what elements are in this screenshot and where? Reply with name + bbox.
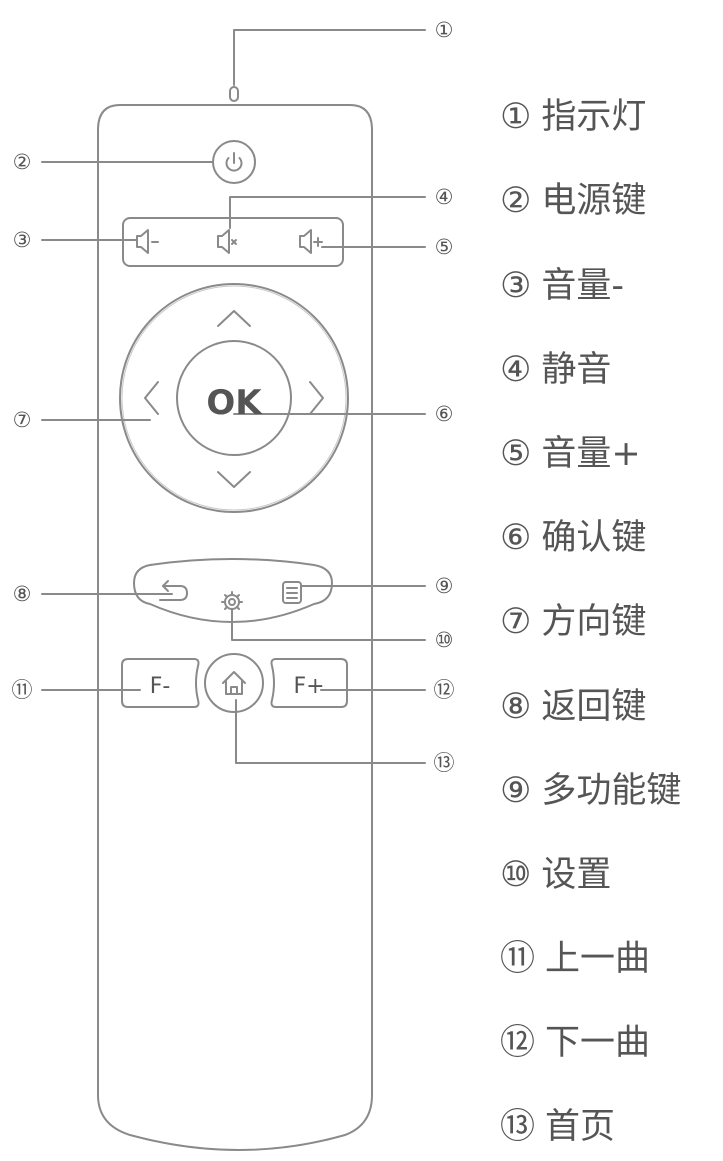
legend-number: ④ [500, 350, 532, 390]
ok-button[interactable] [176, 340, 292, 456]
chevron-up-icon[interactable] [217, 310, 251, 327]
legend-label: 返回键 [541, 687, 647, 727]
legend-label: 设置 [541, 855, 612, 895]
callout-11: ⑪ [12, 678, 33, 702]
legend-number: ⑧ [500, 687, 532, 727]
menu-icon [282, 581, 302, 604]
direction-pad[interactable] [119, 283, 349, 513]
callout-4: ④ [435, 185, 454, 209]
callout-5: ⑤ [435, 235, 454, 259]
leader-lines [41, 29, 426, 764]
callout-8: ⑧ [13, 582, 32, 606]
legend-label: 指示灯 [541, 97, 647, 137]
legend-label: 首页 [545, 1107, 616, 1147]
volume-down-icon [136, 229, 159, 254]
function-bar [133, 558, 333, 623]
mute-button[interactable] [217, 229, 237, 254]
indicator-light [229, 86, 239, 102]
legend-number: ⑤ [500, 434, 532, 474]
remote-body [97, 104, 373, 1151]
settings-button[interactable] [221, 591, 243, 613]
legend-label: 静音 [541, 350, 612, 390]
volume-bar [122, 217, 344, 267]
legend-number: ⑬ [500, 1107, 536, 1147]
mute-icon [217, 229, 237, 254]
f-plus-label: F+ [293, 674, 324, 699]
chevron-right-icon[interactable] [309, 381, 324, 415]
legend-label: 下一曲 [545, 1023, 651, 1063]
callout-12: ⑫ [434, 678, 455, 702]
next-track-button[interactable] [270, 658, 348, 708]
legend-label: 电源键 [541, 181, 647, 221]
callout-10: ⑩ [435, 628, 454, 652]
ok-label: OK [206, 383, 263, 423]
volume-up-button[interactable] [299, 229, 323, 254]
legend-label: 上一曲 [545, 939, 651, 979]
home-icon [222, 671, 246, 695]
legend-number: ⑫ [500, 1023, 536, 1063]
legend-number: ③ [500, 266, 532, 306]
volume-up-icon [299, 229, 323, 254]
callout-6: ⑥ [435, 402, 454, 426]
chevron-down-icon[interactable] [217, 471, 251, 488]
legend-label: 方向键 [541, 602, 647, 642]
legend-label: 确认键 [541, 518, 647, 558]
legend-number: ⑩ [500, 855, 532, 895]
callout-7: ⑦ [13, 408, 32, 432]
legend-number: ⑦ [500, 602, 532, 642]
legend-number: ⑨ [500, 771, 532, 811]
back-button[interactable] [159, 580, 188, 601]
legend-label: 多功能键 [541, 771, 682, 811]
legend-label: 音量+ [541, 434, 641, 474]
legend-number: ⑥ [500, 518, 532, 558]
legend-label: 音量- [541, 266, 625, 306]
volume-down-button[interactable] [136, 229, 159, 254]
callout-9: ⑨ [435, 574, 454, 598]
callout-1: ① [435, 18, 454, 42]
power-icon [225, 152, 243, 172]
power-button[interactable] [212, 140, 256, 184]
chevron-left-icon[interactable] [144, 381, 159, 415]
legend-number: ⑪ [500, 939, 536, 979]
f-minus-label: F- [150, 674, 171, 699]
callout-13: ⑬ [434, 751, 455, 775]
menu-button[interactable] [282, 581, 302, 604]
callout-2: ② [13, 150, 32, 174]
gear-icon [221, 591, 243, 613]
callout-3: ③ [13, 228, 32, 252]
legend-number: ① [500, 97, 532, 137]
legend-number: ② [500, 181, 532, 221]
prev-track-button[interactable] [121, 658, 200, 708]
home-button[interactable] [204, 653, 264, 713]
back-arrow-icon [159, 580, 188, 601]
